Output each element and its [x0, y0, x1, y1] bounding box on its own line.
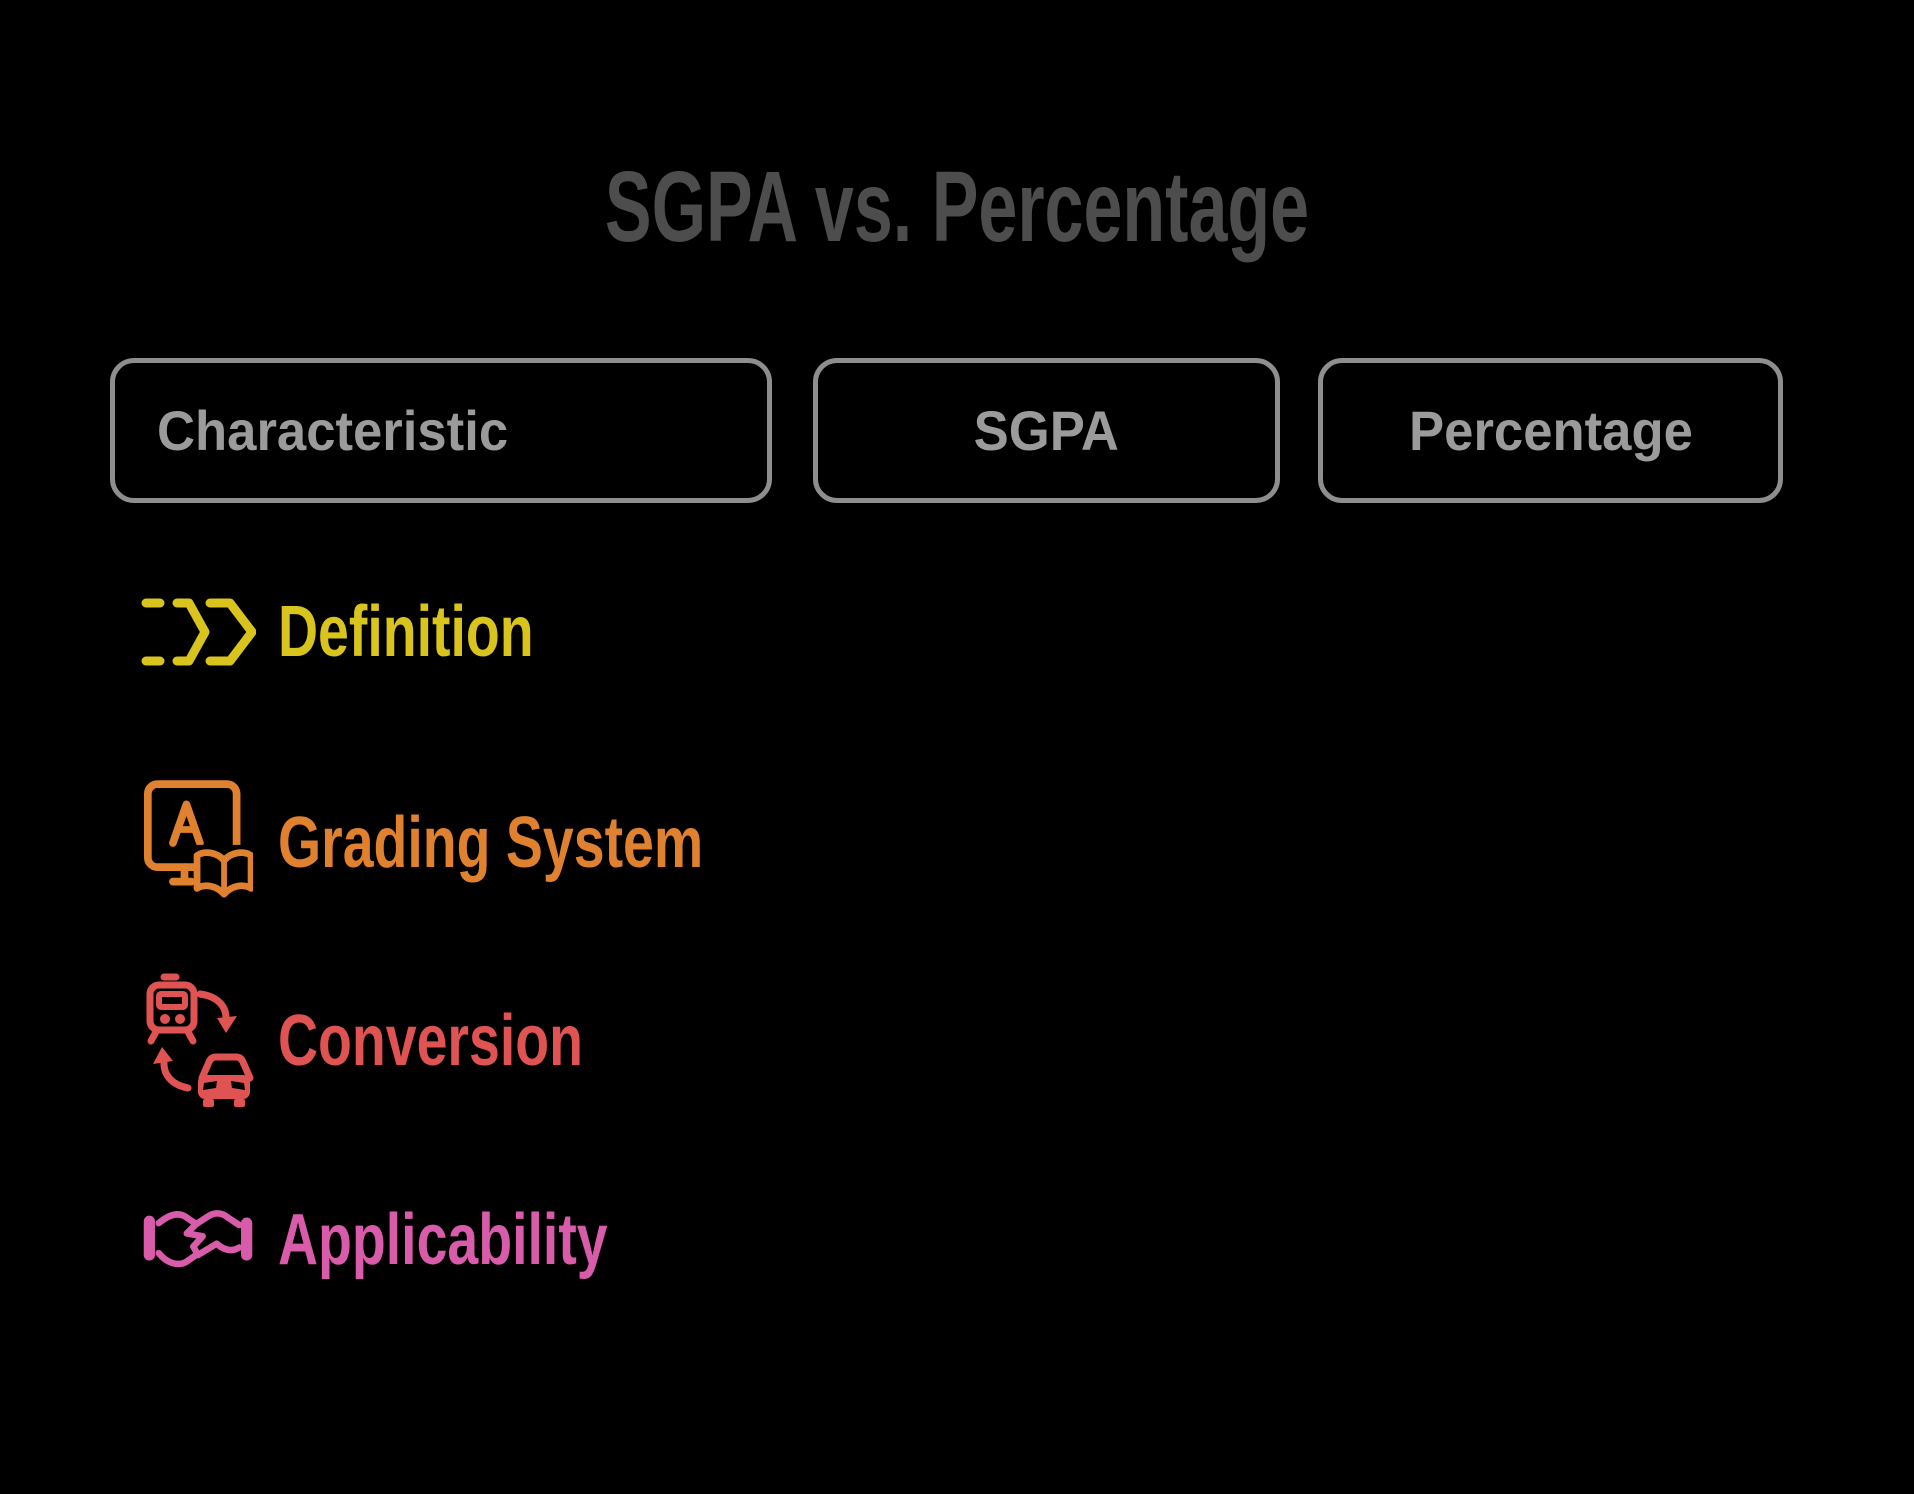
- car-headlight-cutouts: [203, 1081, 245, 1090]
- header-label-sgpa: SGPA: [973, 398, 1120, 462]
- fast-forward-chevrons-svg: [141, 598, 256, 666]
- row-label-grading-system: Grading System: [278, 803, 704, 883]
- header-box-sgpa: SGPA: [813, 358, 1280, 503]
- handshake-icon: [140, 1202, 256, 1278]
- row-conversion: Conversion: [140, 971, 674, 1111]
- header-label-percentage: Percentage: [1408, 398, 1693, 462]
- header-box-characteristic: Characteristic: [110, 358, 772, 503]
- row-definition: Definition: [140, 562, 610, 702]
- header-box-percentage: Percentage: [1318, 358, 1783, 503]
- row-label-definition: Definition: [278, 592, 534, 672]
- fast-forward-chevrons-icon: [140, 593, 256, 671]
- handshake-svg: [143, 1210, 253, 1268]
- train-car-exchange-icon: [140, 971, 256, 1111]
- page-title: SGPA vs. Percentage: [0, 152, 1914, 262]
- row-applicability: Applicability: [140, 1170, 706, 1310]
- monitor-grade-book-svg: [143, 780, 253, 907]
- train-car-exchange-svg: [146, 973, 254, 1107]
- row-grading-system: Grading System: [140, 773, 830, 913]
- monitor-grade-book-icon: [140, 779, 256, 907]
- row-label-applicability: Applicability: [278, 1200, 608, 1280]
- row-label-conversion: Conversion: [278, 1001, 583, 1081]
- header-label-characteristic: Characteristic: [157, 398, 509, 462]
- page-title-text: SGPA vs. Percentage: [604, 151, 1310, 263]
